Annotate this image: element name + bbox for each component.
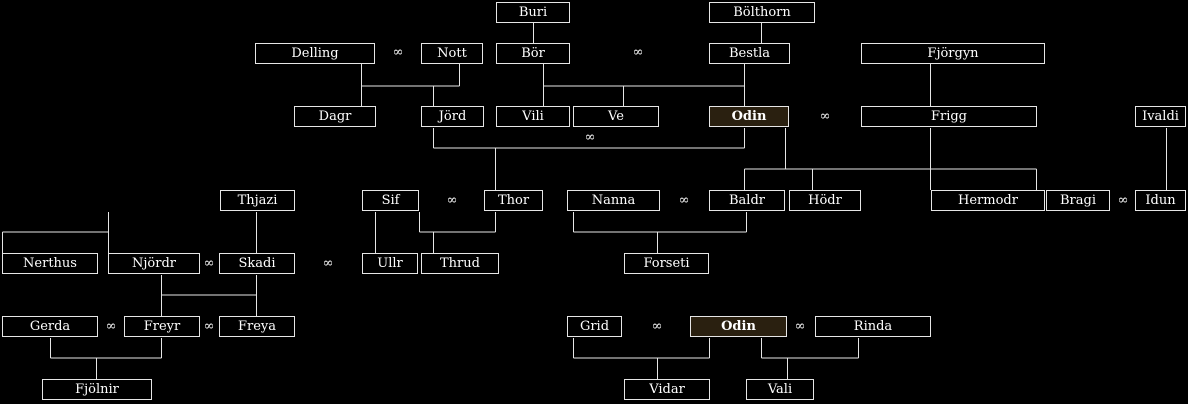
node-fjolnir[interactable]: Fjölnir (42, 379, 152, 400)
marriage-symbol: ∞ (105, 319, 117, 334)
node-nanna[interactable]: Nanna (567, 190, 660, 211)
node-bolthorn[interactable]: Bölthorn (709, 2, 815, 23)
node-baldr[interactable]: Baldr (709, 190, 785, 211)
marriage-symbol: ∞ (203, 256, 215, 271)
node-gerda[interactable]: Gerda (2, 316, 98, 337)
node-dagr[interactable]: Dagr (294, 106, 376, 127)
node-odin[interactable]: Odin (709, 106, 789, 127)
node-bor[interactable]: Bör (496, 43, 570, 64)
node-thrud[interactable]: Thrud (421, 253, 499, 274)
marriage-symbol: ∞ (794, 319, 806, 334)
node-jord[interactable]: Jörd (421, 106, 484, 127)
node-vali[interactable]: Vali (746, 379, 814, 400)
node-freyr[interactable]: Freyr (124, 316, 200, 337)
marriage-symbol: ∞ (392, 45, 404, 60)
node-nerthus[interactable]: Nerthus (2, 253, 98, 274)
node-ve[interactable]: Ve (573, 106, 659, 127)
node-thor[interactable]: Thor (484, 190, 543, 211)
marriage-symbol: ∞ (632, 45, 644, 60)
node-fjorgyn[interactable]: Fjörgyn (861, 43, 1045, 64)
node-buri[interactable]: Buri (496, 2, 570, 23)
node-njordr[interactable]: Njördr (108, 253, 200, 274)
node-skadi[interactable]: Skadi (219, 253, 295, 274)
node-nott[interactable]: Nott (421, 43, 483, 64)
node-bestla[interactable]: Bestla (709, 43, 790, 64)
node-ivaldi[interactable]: Ivaldi (1135, 106, 1186, 127)
node-bragi[interactable]: Bragi (1046, 190, 1110, 211)
node-idun[interactable]: Idun (1135, 190, 1186, 211)
node-forseti[interactable]: Forseti (624, 253, 709, 274)
node-freya[interactable]: Freya (219, 316, 295, 337)
node-thjazi[interactable]: Thjazi (220, 190, 295, 211)
node-rinda[interactable]: Rinda (815, 316, 931, 337)
marriage-symbol: ∞ (203, 319, 215, 334)
node-vili[interactable]: Vili (496, 106, 570, 127)
node-odin-second[interactable]: Odin (690, 316, 787, 337)
marriage-symbol: ∞ (678, 193, 690, 208)
node-ullr[interactable]: Ullr (362, 253, 418, 274)
node-vidar[interactable]: Vidar (624, 379, 710, 400)
node-hodr[interactable]: Hödr (789, 190, 861, 211)
marriage-symbol: ∞ (446, 193, 458, 208)
marriage-symbol: ∞ (322, 256, 334, 271)
node-grid[interactable]: Grid (567, 316, 622, 337)
marriage-symbol: ∞ (819, 109, 831, 124)
node-hermodr[interactable]: Hermodr (931, 190, 1045, 211)
node-delling[interactable]: Delling (255, 43, 375, 64)
node-sif[interactable]: Sif (362, 190, 419, 211)
marriage-symbol: ∞ (1117, 193, 1129, 208)
node-frigg[interactable]: Frigg (861, 106, 1037, 127)
marriage-symbol: ∞ (584, 130, 596, 145)
marriage-symbol: ∞ (651, 319, 663, 334)
